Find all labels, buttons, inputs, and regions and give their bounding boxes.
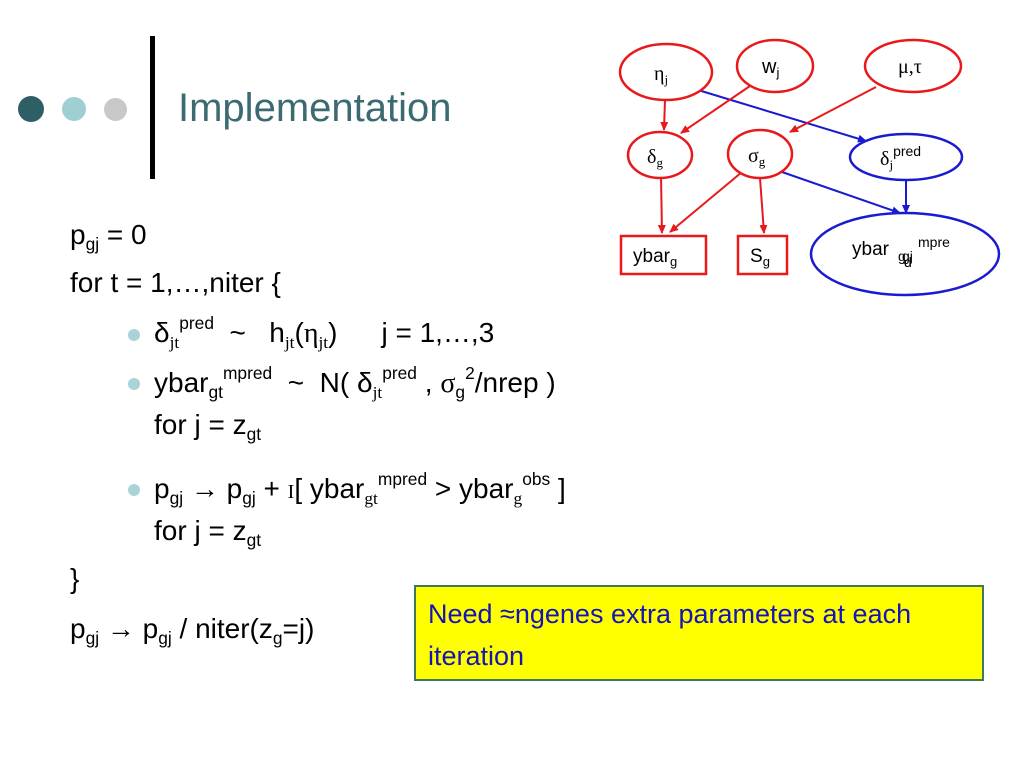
bullet-2 <box>128 378 140 390</box>
note-box: Need ≈ngenes extra parameters at each it… <box>414 585 984 681</box>
svg-text:d: d <box>904 254 912 270</box>
edge-w-delta <box>680 85 751 134</box>
line-sample-delta: δjtpred ~ hjt(ηjt)j = 1,…,3 <box>154 312 495 353</box>
edge-delta-ybar <box>657 176 666 234</box>
node-w: wj <box>735 38 815 94</box>
title-divider <box>150 36 155 179</box>
node-eta: ηj <box>618 42 714 102</box>
note-text: Need ≈ngenes extra parameters at each it… <box>428 599 912 671</box>
line-for-j-2: for j = zgt <box>154 515 262 551</box>
line-init: pgj = 0 <box>70 219 147 255</box>
svg-text:ηj: ηj <box>654 63 668 87</box>
svg-text:gj: gj <box>902 248 913 264</box>
node-sigma: σg <box>726 128 794 180</box>
bullet-1 <box>128 329 140 341</box>
node-delta: δg <box>626 130 694 180</box>
line-update-p: pgj → pgj + I[ ybargtmpred > ybargobs ] <box>154 468 566 509</box>
edge-sigma-s <box>759 177 768 234</box>
line-sample-ybar: ybargtmpred ~ N( δjtpred , σg2/nrep ) <box>154 362 556 403</box>
header-dot-gray <box>104 98 127 121</box>
header-dot-teal <box>62 97 86 121</box>
svg-text:σg: σg <box>748 145 766 169</box>
svg-text:μ,τ: μ,τ <box>898 56 922 78</box>
svg-text:wj: wj <box>761 56 779 80</box>
svg-text:mpre: mpre <box>918 234 950 250</box>
node-delta-pred: δjpred <box>848 132 964 182</box>
line-for-j-1: for j = zgt <box>154 409 262 445</box>
line-normalize: pgj → pgj / niter(zg=j) <box>70 613 315 649</box>
svg-text:δjpred: δjpred <box>880 143 921 172</box>
edge-eta-delta-pred <box>697 89 867 143</box>
svg-text:Sg: Sg <box>750 246 770 269</box>
svg-text:ybar: ybar <box>852 239 890 260</box>
svg-text:g: g <box>898 248 906 264</box>
svg-text:ybarg: ybarg <box>633 246 677 269</box>
svg-text:δg: δg <box>647 146 663 170</box>
edge-sigma-ybar-mpred <box>781 171 901 215</box>
edge-mu-sigma <box>789 86 877 133</box>
node-s: Sg <box>736 234 789 276</box>
node-mu-tau: μ,τ <box>863 38 963 94</box>
node-ybar: ybarg <box>619 234 708 276</box>
header-dot-dark <box>18 96 44 122</box>
edge-sigma-ybar <box>669 171 743 233</box>
line-close-brace: } <box>70 563 80 594</box>
node-ybar-mpred: ybar g gj mpre d <box>809 211 1001 297</box>
line-for-loop: for t = 1,…,niter { <box>70 267 281 298</box>
page-title: Implementation <box>178 86 452 130</box>
edge-eta-delta <box>660 99 669 131</box>
bullet-3 <box>128 484 140 496</box>
